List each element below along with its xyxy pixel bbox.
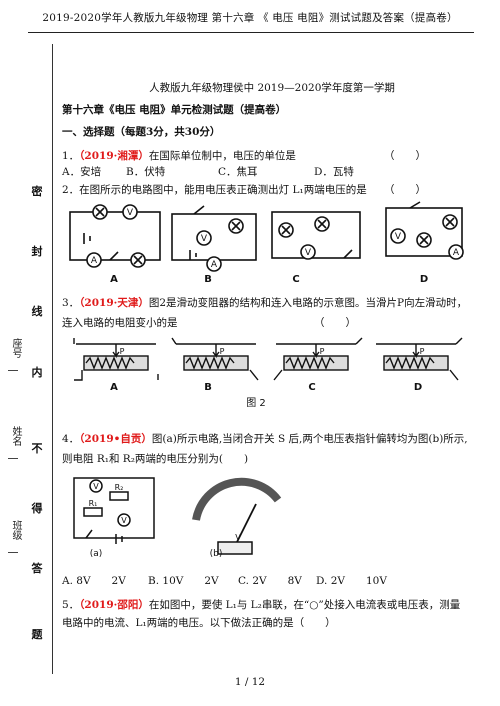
q2-circuit-diagrams: V A V A V V A A B C D xyxy=(69,201,464,285)
option-d: D．瓦特 xyxy=(314,166,354,178)
option-b: B．伏特 xyxy=(126,166,166,178)
chapter-title: 第十六章《电压 电阻》单元检测试题（提高卷） xyxy=(62,104,287,116)
diagram-label: B xyxy=(204,274,212,285)
question-number: 5． xyxy=(62,599,80,611)
question-source: （2019·湘潭） xyxy=(79,150,149,162)
question-text: 图2是滑动变阻器的结构和连入电路的示意图。当滑片P向左滑动时， xyxy=(148,297,468,309)
option-c: C. 2V 8V xyxy=(238,575,302,587)
svg-text:V: V xyxy=(127,208,134,218)
question-source: （2019·邵阳） xyxy=(79,599,149,611)
svg-text:P: P xyxy=(220,347,225,356)
page-number: 1 / 12 xyxy=(234,676,266,688)
diagram-label: D xyxy=(420,274,428,285)
seal-char: 题 xyxy=(31,628,43,641)
svg-text:V: V xyxy=(121,516,127,525)
answer-blank: （ ） xyxy=(384,184,426,196)
seal-char: 封 xyxy=(31,245,43,258)
question-source: （2019·天津） xyxy=(79,297,149,309)
figure-label: 图 2 xyxy=(246,397,266,409)
question-5-line-2: 电路中的电流、L₁两端的电压。以下做法正确的是（ ） xyxy=(62,617,336,629)
question-1: 1．（2019·湘潭）在国际单位制中，电压的单位是 xyxy=(62,149,296,163)
seal-char: 线 xyxy=(31,305,43,318)
svg-text:V: V xyxy=(235,533,241,542)
svg-text:P: P xyxy=(120,347,125,356)
question-5: 5．（2019·邵阳）在如图中，要使 L₁与 L₂串联，在“○”处接入电流表或电… xyxy=(62,598,460,612)
class-label: 班级 xyxy=(10,520,21,540)
seal-char: 内 xyxy=(31,366,43,379)
seal-char: 密 xyxy=(31,185,43,198)
question-source: （2019•自贡） xyxy=(79,433,152,445)
question-3: 3．（2019·天津）图2是滑动变阻器的结构和连入电路的示意图。当滑片P向左滑动… xyxy=(62,296,467,310)
seal-char: 答 xyxy=(31,562,43,575)
name-line xyxy=(8,458,18,459)
option-a: A．安培 xyxy=(62,166,102,178)
question-4: 4．（2019•自贡）图(a)所示电路,当闭合开关 S 后,两个电压表指针偏转均… xyxy=(62,432,468,446)
svg-text:A: A xyxy=(453,248,460,258)
q4-figures: V V R₂ R₁ V (a) (b) xyxy=(73,477,282,559)
question-3-line-2: 连入电路的电阻变小的是 xyxy=(62,317,178,329)
question-number: 4． xyxy=(62,433,80,445)
seat-number-line xyxy=(8,370,18,371)
question-number: 1． xyxy=(62,150,80,162)
diagram-label: B xyxy=(204,382,212,393)
diagram-label: A xyxy=(110,382,118,393)
question-text: 图(a)所示电路,当闭合开关 S 后,两个电压表指针偏转均为图(b)所示, xyxy=(151,433,468,445)
diagram-label: C xyxy=(308,382,315,393)
answer-blank: （ ） xyxy=(314,317,356,329)
option-a: A. 8V 2V xyxy=(62,575,126,587)
seat-number-label: 座号 xyxy=(10,338,21,358)
name-label: 姓名 xyxy=(10,426,21,446)
question-4-options: A. 8V 2V B. 10V 2V C. 2V 8V D. 2V 10V xyxy=(62,574,387,588)
svg-text:A: A xyxy=(211,260,218,270)
diagram-label: C xyxy=(292,274,299,285)
question-number: 3． xyxy=(62,297,80,309)
diagram-label: D xyxy=(414,382,422,393)
question-1-options: A．安培 B．伏特 C．焦耳 D．瓦特 xyxy=(62,165,354,179)
question-2: 2．在图所示的电路图中，能用电压表正确测出灯 L₁两端电压的是 xyxy=(62,184,367,196)
option-b: B. 10V 2V xyxy=(148,575,219,587)
seal-char: 得 xyxy=(31,502,43,515)
svg-text:V: V xyxy=(305,248,312,258)
question-text: 在如图中，要使 L₁与 L₂串联，在“○”处接入电流表或电压表，测量 xyxy=(148,599,461,611)
svg-text:V: V xyxy=(93,482,99,491)
page-header: 2019-2020学年人教版九年级物理 第十六章 《 电压 电阻》测试试题及答案… xyxy=(42,12,458,24)
exam-subtitle: 人教版九年级物理侯中 2019—2020学年度第一学期 xyxy=(149,82,395,94)
option-d: D. 2V 10V xyxy=(316,575,387,587)
question-text: 在国际单位制中，电压的单位是 xyxy=(148,150,296,162)
svg-text:R₂: R₂ xyxy=(115,483,124,492)
diagram-label: A xyxy=(110,274,118,285)
answer-blank: （ ） xyxy=(384,150,426,162)
svg-text:V: V xyxy=(395,232,402,242)
option-c: C．焦耳 xyxy=(218,166,258,178)
figure-label-b: (b) xyxy=(210,549,223,559)
header-rule xyxy=(28,32,474,33)
svg-text:V: V xyxy=(201,234,208,244)
q3-rheostat-diagrams: P P P P A B C D 图 2 xyxy=(73,337,463,409)
figure-label-a: (a) xyxy=(90,549,103,559)
binding-line xyxy=(52,44,53,674)
question-4-line-2: 则电阻 R₁和 R₂两端的电压分别为( ) xyxy=(62,453,249,465)
seal-char: 不 xyxy=(31,442,43,455)
class-line xyxy=(8,552,18,553)
svg-text:P: P xyxy=(320,347,325,356)
svg-text:P: P xyxy=(420,347,425,356)
svg-text:A: A xyxy=(91,256,98,266)
section-title: 一、选择题（每题3分，共30分） xyxy=(62,126,221,138)
svg-text:R₁: R₁ xyxy=(89,499,98,508)
